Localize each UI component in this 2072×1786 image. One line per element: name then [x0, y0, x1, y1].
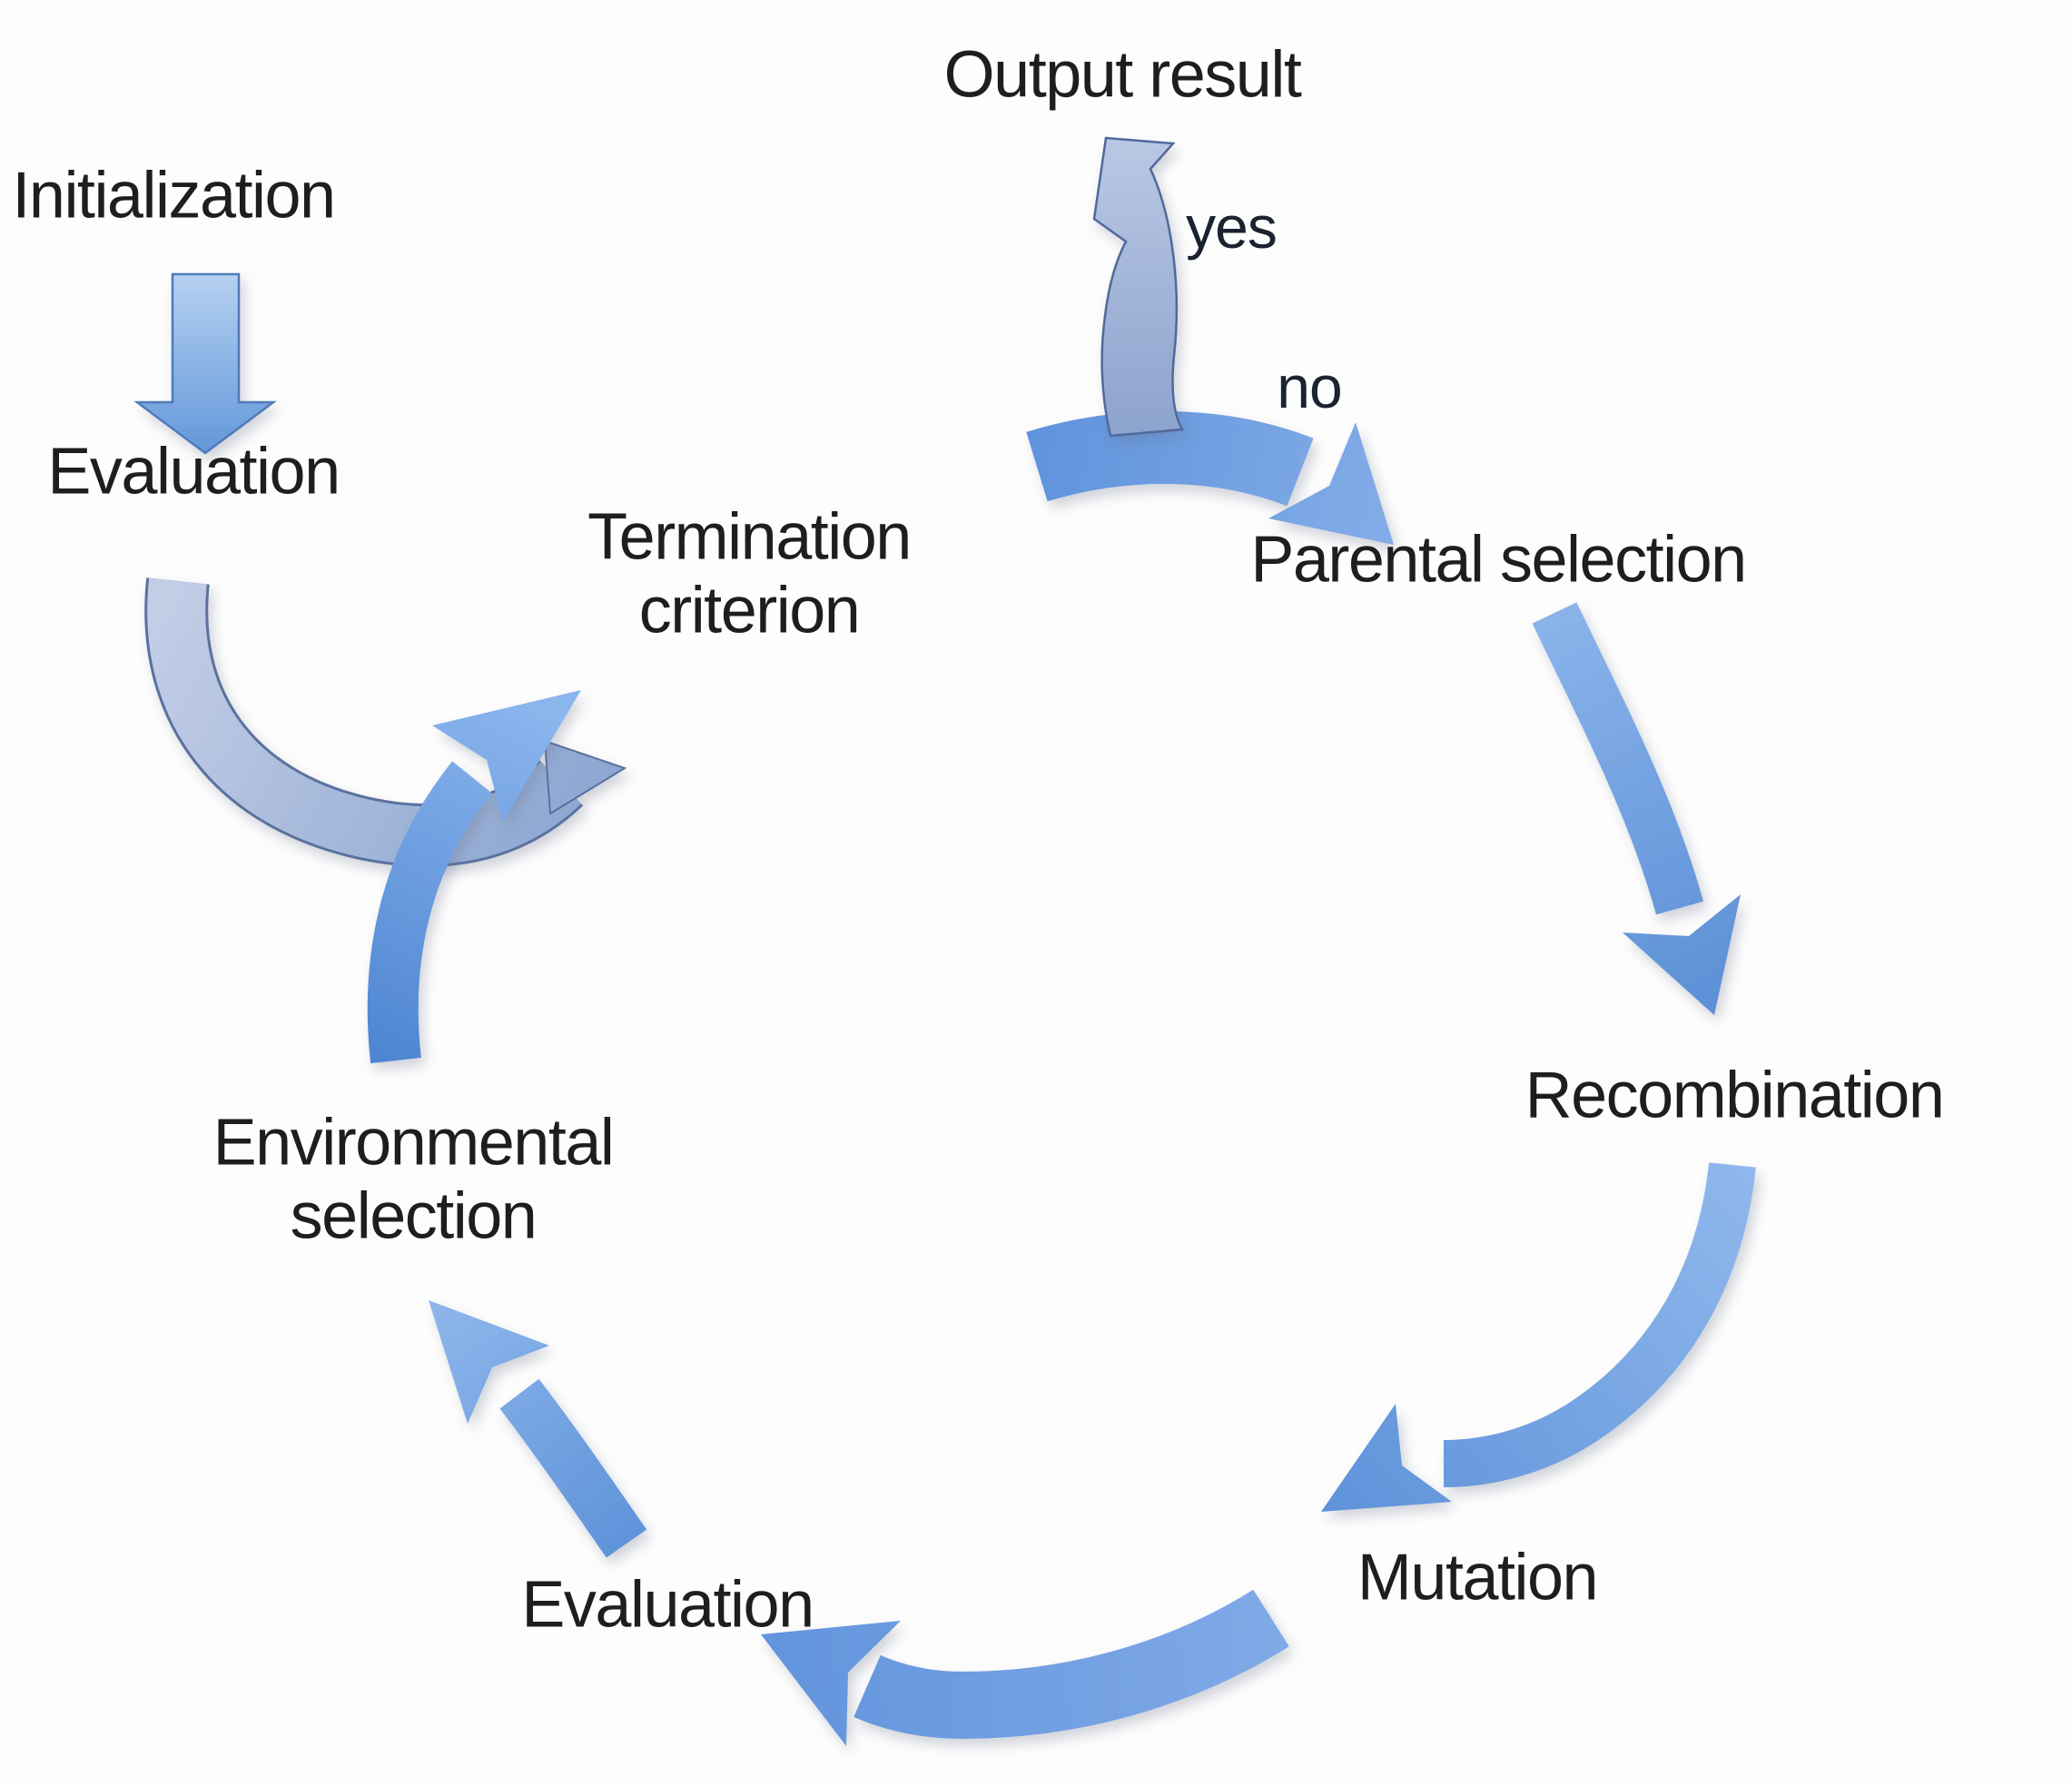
node-environmental-selection: Environmental selection — [212, 1106, 615, 1255]
edge-label-yes: yes — [1186, 193, 1278, 261]
node-termination-criterion: Termination criterion — [587, 500, 912, 649]
node-initialization: Initialization — [12, 159, 336, 232]
arrow-initialization-to-evaluation — [133, 272, 277, 455]
arrow-evaluation-to-environmental — [429, 1300, 647, 1558]
node-output-result: Output result — [943, 38, 1302, 112]
arrow-termination-yes-to-output — [1092, 136, 1185, 438]
arrow-mutation-to-evaluation — [761, 1589, 1289, 1746]
node-termination-criterion-line1: Termination — [587, 500, 912, 574]
node-evaluation-bottom: Evaluation — [521, 1568, 814, 1642]
node-environmental-selection-line2: selection — [290, 1180, 538, 1253]
node-mutation: Mutation — [1357, 1541, 1599, 1614]
arrow-recombination-to-mutation — [1321, 1162, 1756, 1512]
node-parental-selection: Parental selection — [1250, 523, 1747, 597]
node-recombination: Recombination — [1524, 1059, 1945, 1132]
node-termination-criterion-line2: criterion — [638, 575, 861, 647]
edge-label-no: no — [1277, 353, 1342, 420]
arrow-evaluation-to-termination — [144, 577, 627, 867]
node-evaluation-top: Evaluation — [47, 435, 340, 508]
arrow-environmental-to-termination — [367, 690, 581, 1064]
node-environmental-selection-line1: Environmental — [212, 1106, 615, 1179]
arrow-termination-no-to-parental — [1026, 410, 1394, 545]
arrow-parental-to-recombination — [1532, 602, 1741, 1015]
